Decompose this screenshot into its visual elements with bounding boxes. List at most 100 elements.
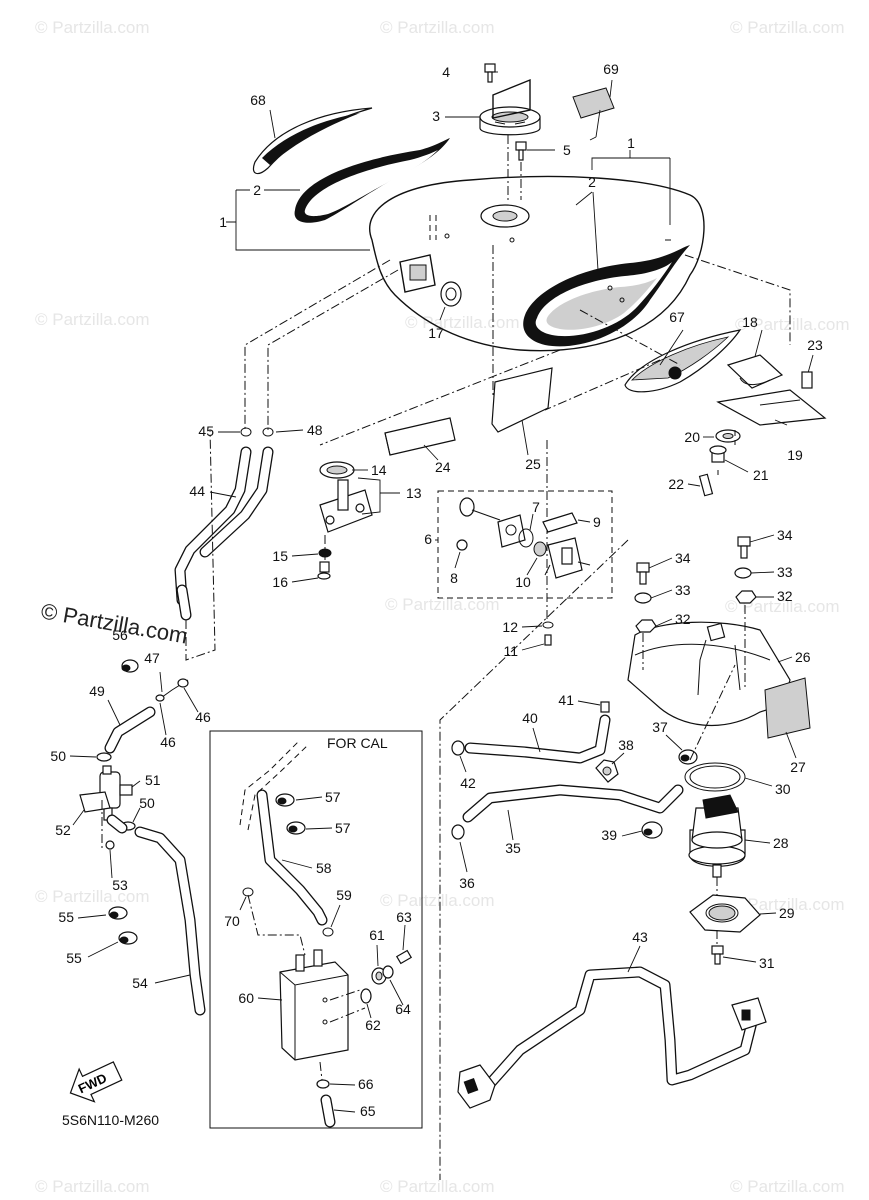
leader bbox=[107, 699, 121, 726]
callout: 38 bbox=[618, 737, 634, 753]
leader bbox=[759, 912, 777, 915]
leader bbox=[439, 306, 446, 321]
bolt-31 bbox=[711, 945, 724, 965]
leader bbox=[226, 189, 370, 251]
washer-10 bbox=[533, 541, 547, 557]
leader bbox=[592, 191, 599, 271]
callout: 21 bbox=[753, 467, 769, 483]
callout: 52 bbox=[55, 822, 71, 838]
callout: 42 bbox=[460, 775, 476, 791]
callout: 57 bbox=[335, 820, 351, 836]
for-cal-title: FOR CAL bbox=[327, 735, 388, 751]
clip-57b bbox=[286, 821, 306, 835]
leader bbox=[526, 557, 538, 576]
leader bbox=[131, 780, 141, 788]
callout: 60 bbox=[238, 990, 254, 1006]
fitting-47 bbox=[155, 678, 189, 702]
washer-33b bbox=[734, 567, 752, 579]
leader bbox=[159, 671, 163, 693]
callout: 51 bbox=[145, 772, 161, 788]
bolt-16 bbox=[317, 561, 331, 580]
callout: 1 bbox=[219, 214, 227, 230]
leader bbox=[218, 429, 304, 433]
nut-64 bbox=[382, 965, 394, 979]
label-69 bbox=[572, 87, 615, 141]
callout: 50 bbox=[139, 795, 155, 811]
callout: 19 bbox=[787, 447, 803, 463]
callout: 59 bbox=[336, 887, 352, 903]
callout: 41 bbox=[558, 692, 574, 708]
assembly-line bbox=[267, 269, 399, 430]
leader bbox=[257, 997, 283, 1001]
callout: 4 bbox=[442, 64, 450, 80]
callout: 67 bbox=[669, 309, 685, 325]
leader bbox=[291, 577, 319, 583]
callout: 49 bbox=[89, 683, 105, 699]
bolt-5 bbox=[515, 141, 527, 161]
bolt-34b bbox=[737, 536, 751, 559]
callout: 9 bbox=[593, 514, 601, 530]
callout: 62 bbox=[365, 1017, 381, 1033]
assembly-line bbox=[329, 989, 366, 1023]
watermark: © Partzilla.com bbox=[35, 310, 150, 329]
leader bbox=[69, 755, 97, 758]
pad-24 bbox=[384, 417, 456, 456]
leader bbox=[749, 534, 775, 598]
cap-65 bbox=[320, 1094, 336, 1128]
leader bbox=[295, 796, 333, 830]
callout: 54 bbox=[132, 975, 148, 991]
grommet-17 bbox=[440, 281, 462, 307]
callout: 30 bbox=[775, 781, 791, 797]
watermark: © Partzilla.com bbox=[730, 1177, 845, 1196]
cock-body bbox=[544, 537, 591, 579]
leader bbox=[724, 459, 749, 473]
callout: 12 bbox=[502, 619, 518, 635]
callout: 26 bbox=[795, 649, 811, 665]
callout: 44 bbox=[189, 483, 205, 499]
watermark: © Partzilla.com bbox=[35, 887, 150, 906]
callout: 2 bbox=[588, 174, 596, 190]
callout: 55 bbox=[58, 909, 74, 925]
emblem-67 bbox=[624, 329, 742, 393]
watermark: © Partzilla.com bbox=[380, 18, 495, 37]
o-ring-7 bbox=[518, 528, 534, 548]
leader bbox=[722, 956, 757, 963]
fuel-cock-13 bbox=[319, 479, 373, 533]
screw-11 bbox=[544, 634, 552, 646]
leader bbox=[77, 914, 119, 958]
watermark: © Partzilla.com bbox=[725, 597, 840, 616]
hose-58 bbox=[256, 789, 328, 926]
leader bbox=[521, 419, 529, 456]
lever-part-6 bbox=[459, 497, 526, 548]
callout: 69 bbox=[603, 61, 619, 77]
callout: 68 bbox=[250, 92, 266, 108]
leader bbox=[333, 1109, 356, 1113]
canister-60 bbox=[279, 949, 349, 1061]
clip-38 bbox=[595, 759, 619, 783]
callout: 20 bbox=[684, 429, 700, 445]
hose-54 bbox=[134, 826, 206, 1016]
assembly-line bbox=[579, 309, 681, 366]
leader bbox=[159, 702, 167, 736]
optional-hose bbox=[239, 739, 309, 831]
leader bbox=[529, 513, 534, 531]
leader bbox=[611, 752, 625, 765]
callout: 57 bbox=[325, 789, 341, 805]
leader bbox=[269, 109, 276, 139]
callout: 17 bbox=[428, 325, 444, 341]
screw-53 bbox=[105, 840, 115, 850]
leader bbox=[366, 924, 406, 1019]
callout: 3 bbox=[432, 108, 440, 124]
leader bbox=[521, 643, 545, 651]
gasket-29 bbox=[689, 894, 761, 933]
collar-21 bbox=[709, 445, 727, 463]
bolt-4 bbox=[484, 63, 496, 83]
leader bbox=[423, 444, 439, 461]
shield-25 bbox=[491, 367, 553, 433]
leader bbox=[627, 945, 641, 973]
callout: 27 bbox=[790, 759, 806, 775]
emblem-68 bbox=[252, 107, 373, 175]
callout: 18 bbox=[742, 314, 758, 330]
leader bbox=[774, 419, 788, 426]
